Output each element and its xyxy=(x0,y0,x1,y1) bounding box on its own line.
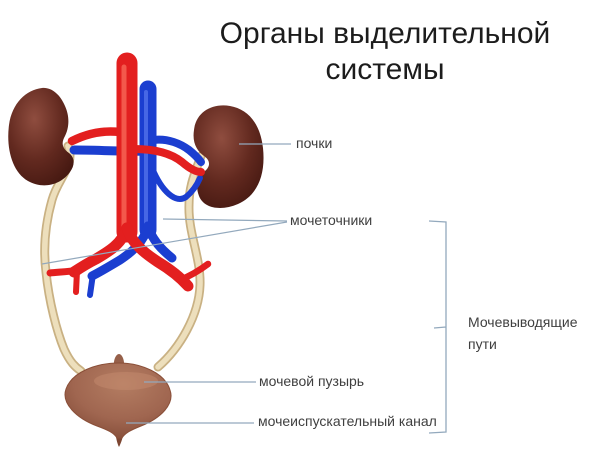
ureter-left-icon xyxy=(40,141,86,376)
label-urethra: мочеиспускательный канал xyxy=(258,413,437,429)
label-urinary-tract: Мочевыводящие пути xyxy=(468,314,578,352)
ureter-right-icon xyxy=(153,151,206,372)
label-ureters: мочеточники xyxy=(290,212,373,228)
kidney-right-icon xyxy=(193,105,264,208)
urinary-tract-bracket xyxy=(428,220,447,434)
leader-ureter-left xyxy=(41,221,288,265)
aorta-icon xyxy=(46,52,212,295)
label-kidneys: почки xyxy=(296,135,333,151)
slide-title: Органы выделительной системы xyxy=(219,17,551,86)
leader-lines xyxy=(41,143,291,424)
label-bladder: мочевой пузырь xyxy=(259,373,365,389)
leader-ureter-right xyxy=(162,218,288,222)
kidney-left-icon xyxy=(8,87,74,186)
